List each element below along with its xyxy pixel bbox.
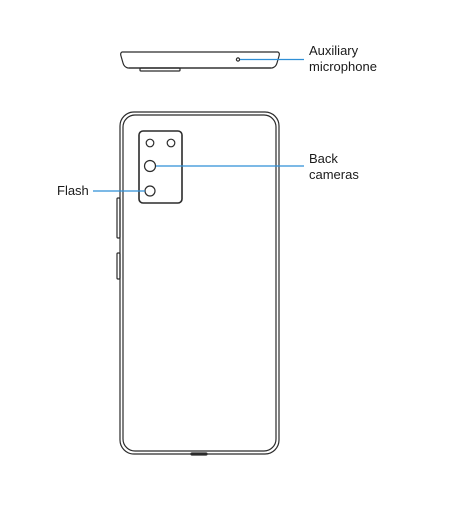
back-cameras-label: Back cameras xyxy=(309,151,359,183)
top-bottom-bump xyxy=(139,67,181,72)
back-cameras-label-line1: Back xyxy=(309,151,338,166)
flash-label-text: Flash xyxy=(57,183,89,198)
phone-back-outer xyxy=(119,111,280,455)
camera-lens-top-left-icon xyxy=(145,138,155,148)
callout-lines xyxy=(93,58,304,192)
aux-mic-label-line2: microphone xyxy=(309,59,377,74)
camera-lens-main-icon xyxy=(143,159,157,173)
top-edge-outline xyxy=(120,51,280,69)
phone-back-inner xyxy=(122,114,277,452)
camera-lens-top-right-icon xyxy=(166,138,176,148)
phone-top-view xyxy=(120,51,280,72)
camera-module xyxy=(138,130,183,204)
aux-mic-label-line1: Auxiliary xyxy=(309,43,359,58)
phone-back-view xyxy=(116,111,280,456)
aux-mic-hole xyxy=(235,57,241,62)
aux-mic-label: Auxiliary microphone xyxy=(309,43,377,75)
flash-label: Flash xyxy=(57,183,89,199)
back-cameras-label-line2: cameras xyxy=(309,167,359,182)
side-button-power xyxy=(116,252,121,280)
usb-port xyxy=(190,452,208,456)
side-button-volume xyxy=(116,197,121,239)
flash-icon xyxy=(144,185,156,197)
